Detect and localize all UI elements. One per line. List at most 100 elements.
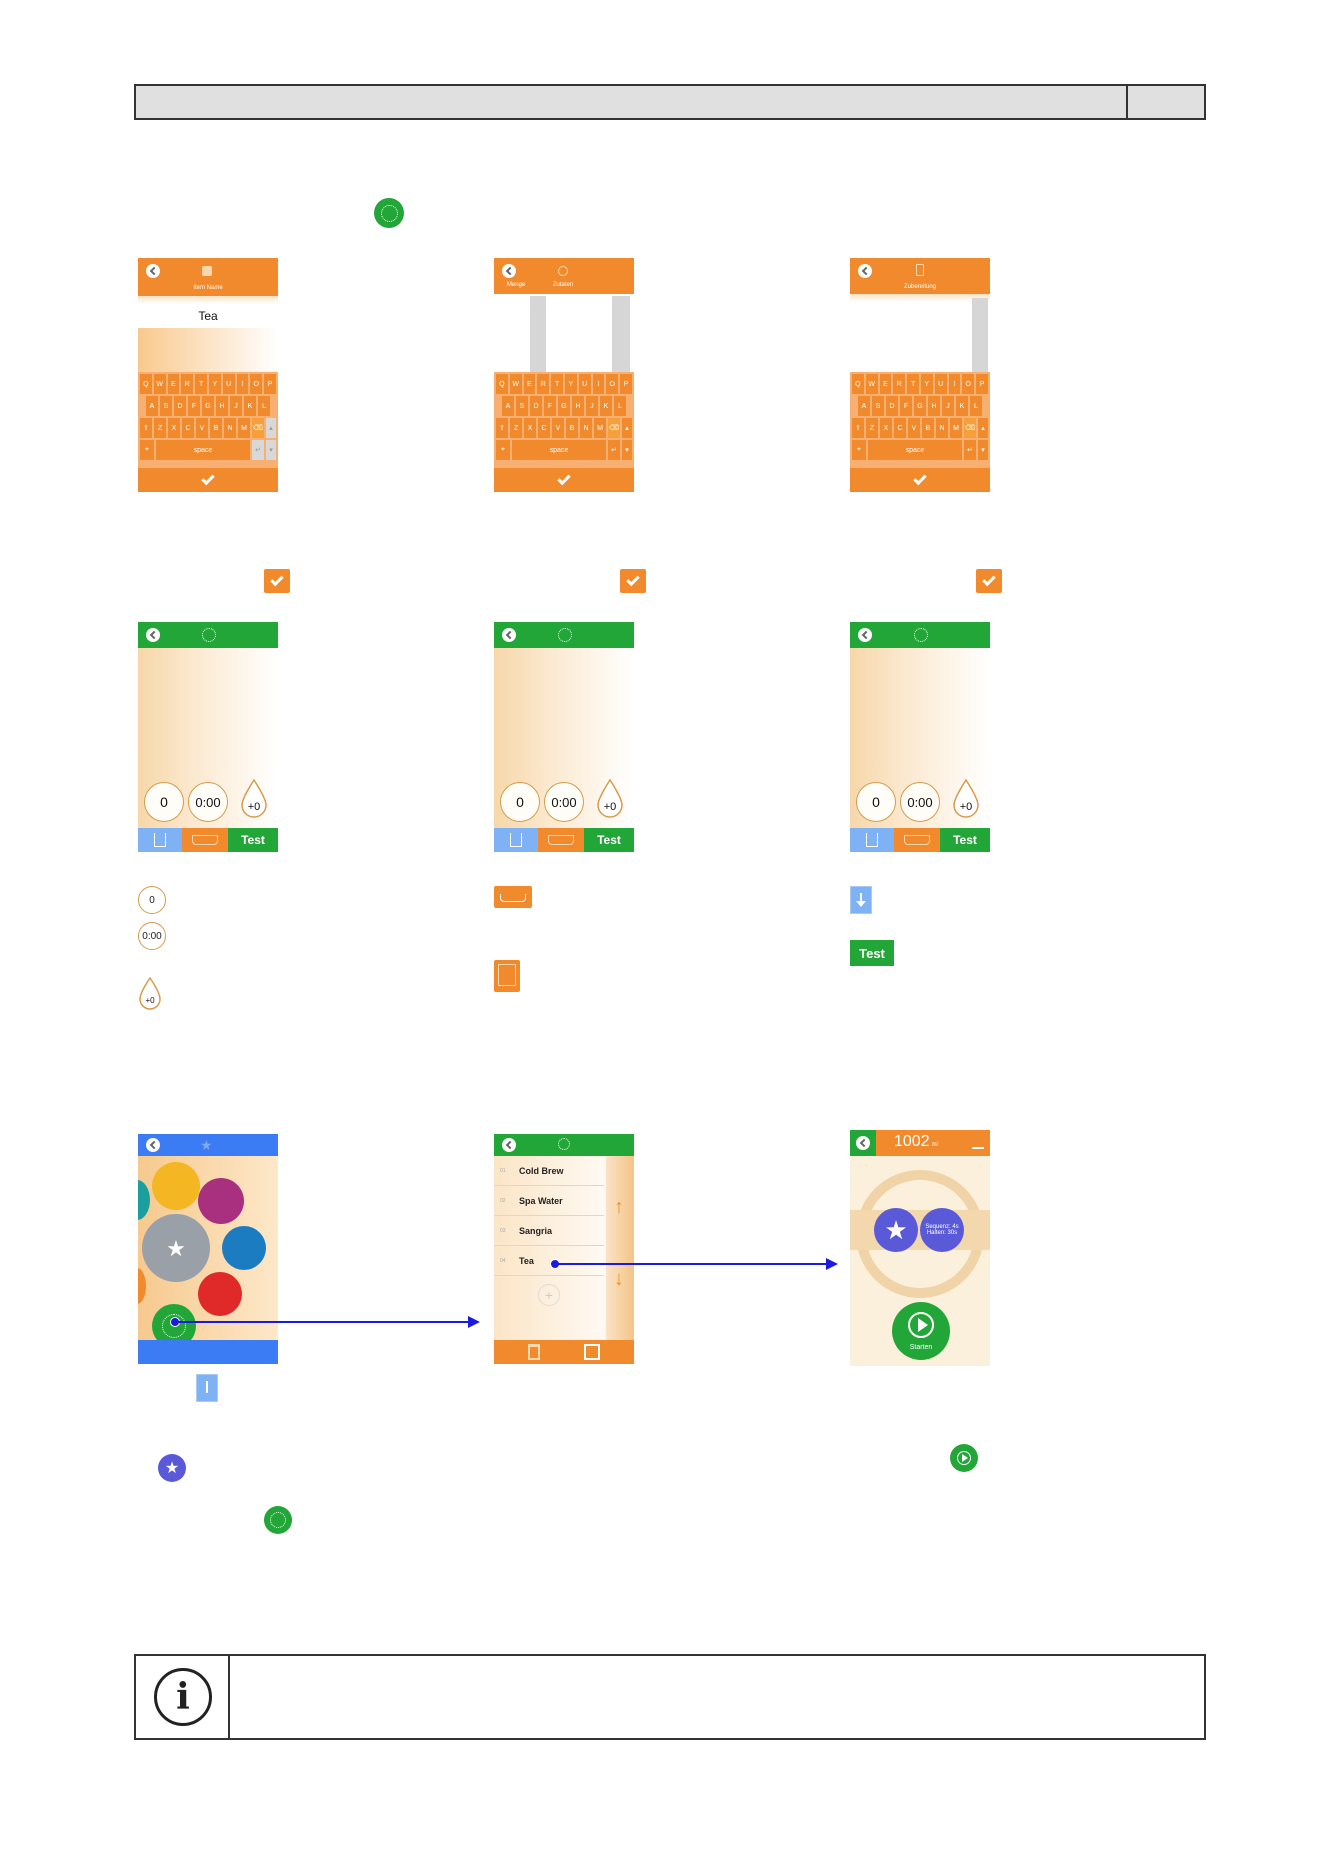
key[interactable]: D bbox=[886, 396, 898, 416]
bubble[interactable] bbox=[138, 1268, 146, 1304]
key[interactable]: J bbox=[942, 396, 954, 416]
key[interactable]: F bbox=[900, 396, 912, 416]
key[interactable]: T bbox=[195, 374, 207, 394]
space-key[interactable]: space bbox=[868, 440, 962, 460]
confirm-button[interactable] bbox=[138, 468, 278, 492]
key[interactable]: O bbox=[606, 374, 619, 394]
time-ring[interactable]: 0:00 bbox=[544, 782, 584, 822]
key[interactable]: R bbox=[893, 374, 906, 394]
key[interactable]: I bbox=[592, 374, 605, 394]
time-ring[interactable]: 0:00 bbox=[188, 782, 228, 822]
download-button[interactable] bbox=[494, 828, 538, 852]
space-key[interactable]: space bbox=[156, 440, 250, 460]
key[interactable]: Z bbox=[866, 418, 878, 438]
key[interactable]: G bbox=[914, 396, 926, 416]
key[interactable]: L bbox=[970, 396, 982, 416]
quantity-ring[interactable]: 0 bbox=[856, 782, 896, 822]
start-button[interactable]: Starten bbox=[892, 1302, 950, 1360]
back-icon[interactable] bbox=[146, 628, 160, 642]
key[interactable]: T bbox=[551, 374, 563, 394]
key[interactable]: P bbox=[620, 374, 632, 394]
key[interactable]: F bbox=[544, 396, 556, 416]
globe-key[interactable]: ⌖ bbox=[496, 440, 510, 460]
key[interactable]: X bbox=[168, 418, 180, 438]
up-key[interactable]: ▴ bbox=[266, 418, 276, 438]
settings-icon[interactable] bbox=[972, 1135, 984, 1149]
backspace-key[interactable]: ⌫ bbox=[608, 418, 620, 438]
key[interactable]: A bbox=[858, 396, 870, 416]
key[interactable]: Q bbox=[496, 374, 508, 394]
confirm-button[interactable] bbox=[850, 468, 990, 492]
key[interactable]: A bbox=[146, 396, 158, 416]
key[interactable]: K bbox=[600, 396, 612, 416]
trash-icon[interactable] bbox=[528, 1344, 540, 1360]
back-icon[interactable] bbox=[502, 628, 516, 642]
key[interactable]: L bbox=[614, 396, 626, 416]
key[interactable]: S bbox=[160, 396, 172, 416]
key[interactable]: J bbox=[586, 396, 598, 416]
drop-button[interactable]: +0 bbox=[952, 778, 980, 818]
key[interactable]: Z bbox=[510, 418, 522, 438]
key[interactable]: Q bbox=[140, 374, 152, 394]
key[interactable]: Z bbox=[154, 418, 166, 438]
back-icon[interactable] bbox=[502, 264, 516, 278]
confirm-button[interactable] bbox=[494, 468, 634, 492]
quantity-ring[interactable]: 0 bbox=[144, 782, 184, 822]
key[interactable]: M bbox=[950, 418, 962, 438]
key[interactable]: U bbox=[578, 374, 591, 394]
back-icon[interactable] bbox=[502, 1138, 516, 1152]
enter-key[interactable]: ↵ bbox=[608, 440, 620, 460]
scroll-up-icon[interactable]: ↑ bbox=[614, 1196, 624, 1218]
back-icon[interactable] bbox=[146, 264, 160, 278]
enter-key[interactable]: ↵ bbox=[252, 440, 264, 460]
drop-button[interactable]: +0 bbox=[240, 778, 268, 818]
key[interactable]: Y bbox=[920, 374, 933, 394]
key[interactable]: D bbox=[530, 396, 542, 416]
key[interactable]: X bbox=[524, 418, 536, 438]
key[interactable]: Q bbox=[852, 374, 864, 394]
key[interactable]: B bbox=[566, 418, 578, 438]
key[interactable]: G bbox=[202, 396, 214, 416]
test-button[interactable]: Test bbox=[584, 828, 634, 852]
key[interactable]: W bbox=[509, 374, 522, 394]
enter-key[interactable]: ↵ bbox=[964, 440, 976, 460]
tray-button[interactable] bbox=[182, 828, 228, 852]
up-key[interactable]: ▴ bbox=[978, 418, 988, 438]
key[interactable]: U bbox=[934, 374, 947, 394]
key[interactable]: E bbox=[523, 374, 536, 394]
key[interactable]: Y bbox=[208, 374, 221, 394]
key[interactable]: P bbox=[976, 374, 988, 394]
back-icon[interactable] bbox=[146, 1138, 160, 1152]
key[interactable]: H bbox=[928, 396, 940, 416]
backspace-key[interactable]: ⌫ bbox=[252, 418, 264, 438]
globe-key[interactable]: ⌖ bbox=[140, 440, 154, 460]
list-bubble[interactable] bbox=[222, 1226, 266, 1270]
key[interactable]: T bbox=[907, 374, 919, 394]
add-recipe-button[interactable]: + bbox=[538, 1284, 560, 1306]
back-icon[interactable] bbox=[858, 264, 872, 278]
key[interactable]: I bbox=[948, 374, 961, 394]
edit-icon[interactable] bbox=[584, 1344, 600, 1360]
drop-button[interactable]: +0 bbox=[596, 778, 624, 818]
tray-button[interactable] bbox=[894, 828, 940, 852]
key[interactable]: P bbox=[264, 374, 276, 394]
key[interactable]: U bbox=[222, 374, 235, 394]
key[interactable]: E bbox=[879, 374, 892, 394]
item-name-input[interactable]: Tea bbox=[198, 309, 218, 323]
shift-key[interactable]: ⇧ bbox=[496, 418, 508, 438]
back-icon[interactable] bbox=[858, 628, 872, 642]
download-button[interactable] bbox=[138, 828, 182, 852]
down-key[interactable]: ▾ bbox=[978, 440, 988, 460]
scroll-down-icon[interactable]: ↓ bbox=[614, 1268, 624, 1290]
key[interactable]: D bbox=[174, 396, 186, 416]
down-key[interactable]: ▾ bbox=[622, 440, 632, 460]
key[interactable]: S bbox=[516, 396, 528, 416]
tray-button[interactable] bbox=[538, 828, 584, 852]
back-icon[interactable] bbox=[856, 1136, 870, 1150]
download-button[interactable] bbox=[850, 828, 894, 852]
key[interactable]: R bbox=[537, 374, 550, 394]
favorite-star-button[interactable]: ★ bbox=[874, 1208, 918, 1252]
drinks-bubble[interactable] bbox=[152, 1162, 200, 1210]
key[interactable]: V bbox=[908, 418, 920, 438]
